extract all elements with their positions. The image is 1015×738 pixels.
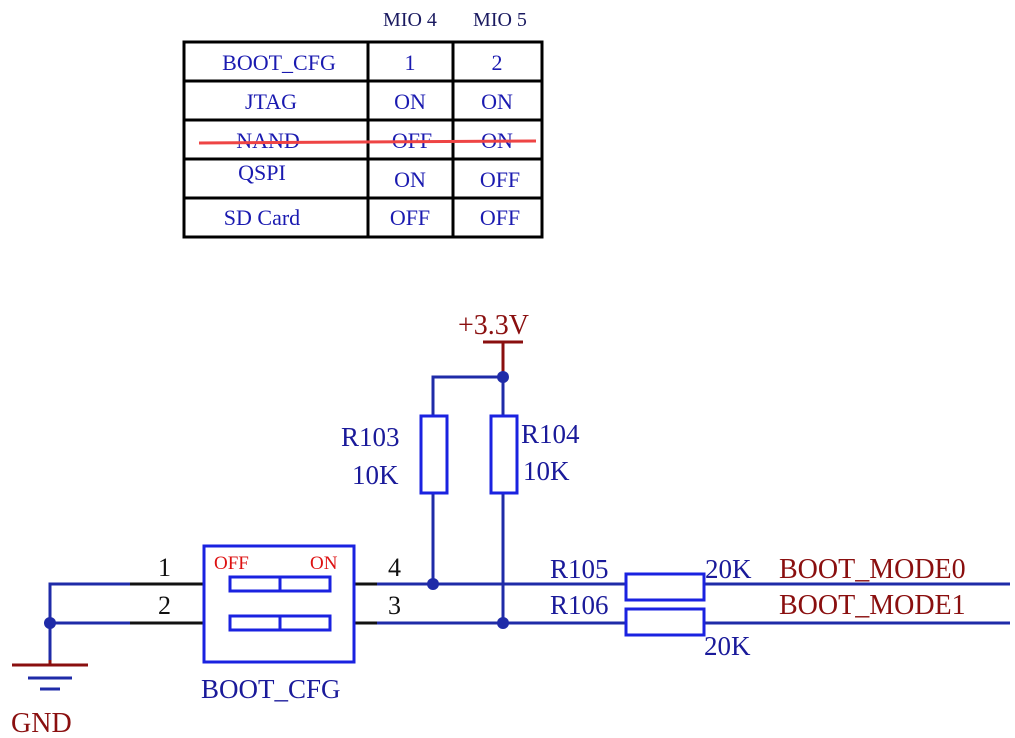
switch-pin-number: 3 xyxy=(388,591,401,620)
resistor-ref: R105 xyxy=(550,554,609,584)
junction-dot xyxy=(497,617,509,629)
resistor-ref: R103 xyxy=(341,422,400,452)
table-cell-mode: BOOT_CFG xyxy=(222,50,336,75)
resistor-r106: R106 20K xyxy=(550,590,751,661)
resistor-ref: R106 xyxy=(550,590,609,620)
switch-pin-number: 4 xyxy=(388,553,401,582)
net-label-boot-mode1: BOOT_MODE1 xyxy=(779,590,966,621)
column-header-mio4: MIO 4 xyxy=(383,9,437,31)
resistor-body xyxy=(624,572,706,602)
table-cell-mio4: ON xyxy=(394,89,426,114)
resistor-body xyxy=(489,414,519,495)
resistor-ref: R104 xyxy=(521,419,580,449)
switch-off-label: OFF xyxy=(214,553,249,574)
switch-designator: BOOT_CFG xyxy=(201,674,341,704)
table-cell-mio4: OFF xyxy=(390,205,430,230)
resistor-r103: R103 10K xyxy=(341,414,449,495)
net-label-boot-mode0: BOOT_MODE0 xyxy=(779,554,966,585)
table-cell-mode: QSPI xyxy=(238,160,286,185)
resistor-r104: R104 10K xyxy=(489,414,580,495)
junction-dot xyxy=(44,617,56,629)
ground-label: GND xyxy=(11,708,72,738)
switch-body xyxy=(202,544,356,664)
resistor-body xyxy=(624,607,706,637)
table-cell-mio4: ON xyxy=(394,167,426,192)
wires xyxy=(48,375,1010,660)
resistor-body xyxy=(419,414,449,495)
table-cell-mode: SD Card xyxy=(224,205,300,230)
table-cell-mode: NAND xyxy=(236,128,300,153)
switch-pin-number: 2 xyxy=(158,591,171,620)
table-cell-mio4: 1 xyxy=(405,50,416,75)
resistor-value: 20K xyxy=(704,631,751,661)
table-cell-mio5: OFF xyxy=(480,205,520,230)
power-symbol: +3.3V xyxy=(458,310,529,377)
junction-dot xyxy=(497,371,509,383)
resistor-value: 10K xyxy=(523,456,570,486)
table-cell-mio5: ON xyxy=(481,89,513,114)
resistor-r105: R105 20K xyxy=(550,554,752,602)
resistor-value: 20K xyxy=(705,554,752,584)
table-border xyxy=(182,40,544,239)
table-cell-mio5: 2 xyxy=(492,50,503,75)
switch-on-label: ON xyxy=(310,553,338,574)
boot-config-table: MIO 4 MIO 5 BOOT_CFG 1 2 JTAG ON ON NAND… xyxy=(182,9,544,239)
table-cell-mode: JTAG xyxy=(245,89,297,114)
switch-pin-number: 1 xyxy=(158,553,171,582)
wire xyxy=(431,375,503,416)
dip-switch-boot-cfg: OFF ON 1 2 3 4 BOOT_CFG xyxy=(130,544,401,704)
junction-dot xyxy=(427,578,439,590)
resistor-value: 10K xyxy=(352,460,399,490)
table-cell-mio5: OFF xyxy=(480,167,520,192)
ground-symbol: GND xyxy=(11,660,88,738)
wire xyxy=(48,582,130,660)
nand-strikethrough xyxy=(198,139,537,145)
power-label: +3.3V xyxy=(458,310,529,341)
column-header-mio5: MIO 5 xyxy=(473,9,527,31)
